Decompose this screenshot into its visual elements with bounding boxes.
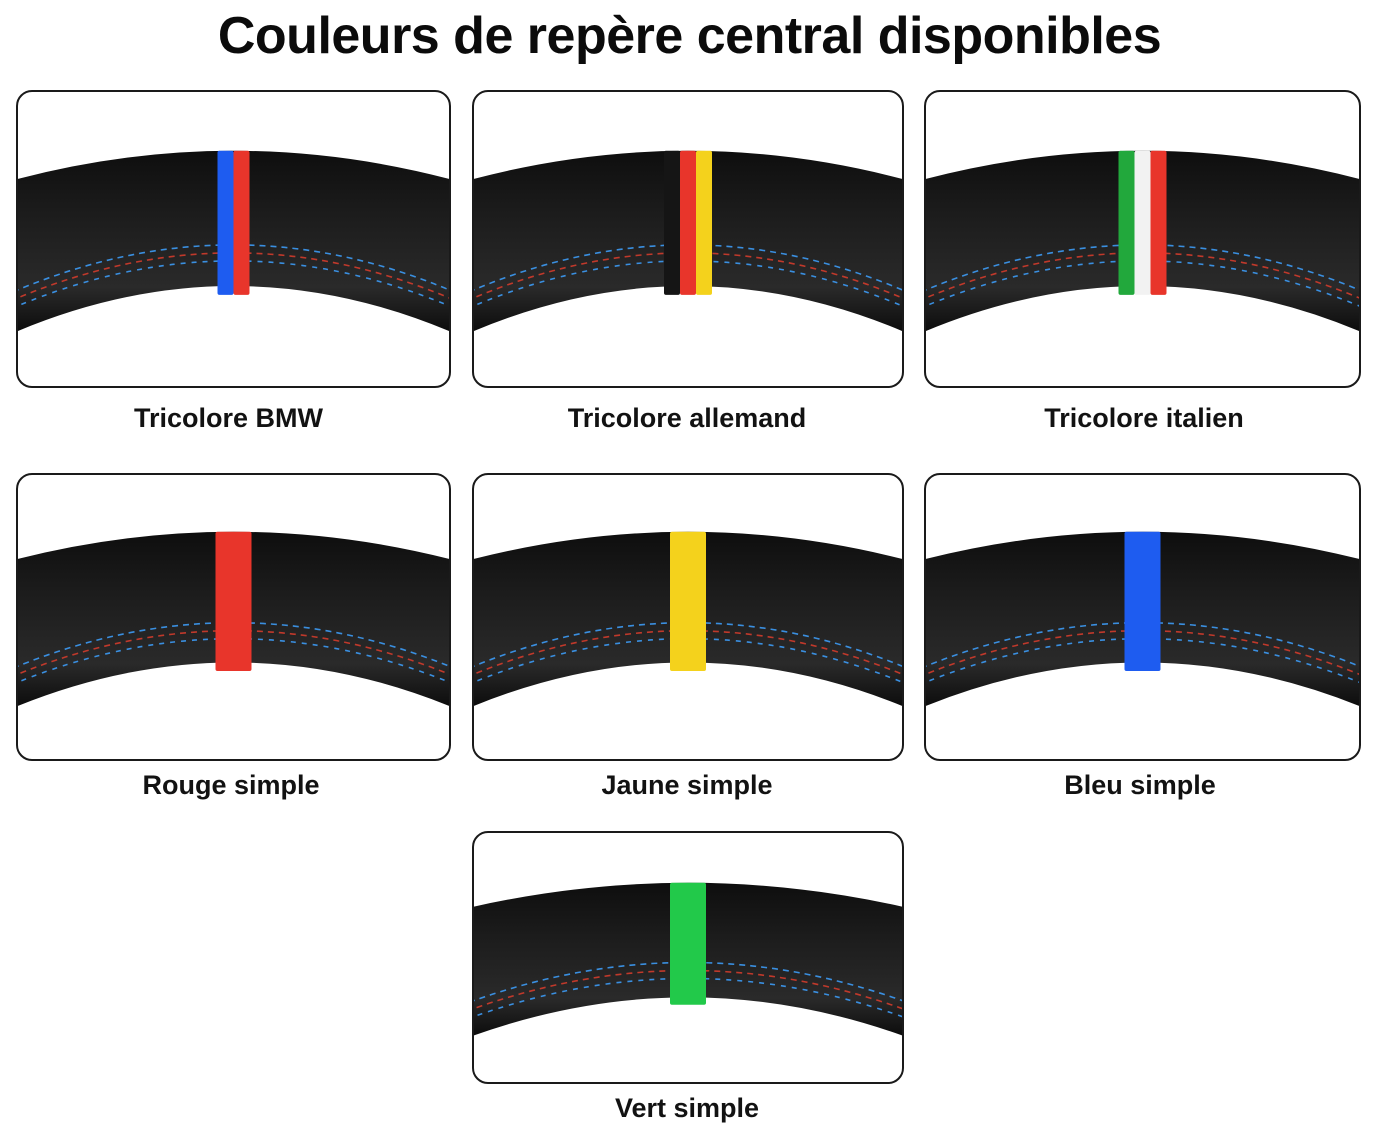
center-marker-stripe xyxy=(1150,150,1167,295)
caption-tricolore-bmw: Tricolore BMW xyxy=(133,403,323,433)
stitch-line xyxy=(18,260,449,307)
stitch-line xyxy=(926,637,1359,684)
stitch-line xyxy=(18,621,449,668)
stitch-line xyxy=(18,244,449,291)
stitch-line xyxy=(474,969,902,1010)
swatch-card-tricolore-italien[interactable] xyxy=(924,90,1361,388)
stitch-line xyxy=(926,252,1359,299)
swatch-card-vert-simple[interactable] xyxy=(472,831,904,1084)
steering-wheel-illustration xyxy=(18,150,449,332)
caption-jaune-simple: Jaune simple xyxy=(601,770,773,800)
center-marker-stripe xyxy=(1118,150,1135,295)
stitch-line xyxy=(474,252,902,299)
center-marker-stripe xyxy=(696,150,712,295)
steering-wheel-illustration xyxy=(474,882,902,1036)
stitch-line xyxy=(474,637,902,683)
center-marker-stripe xyxy=(664,150,680,295)
stitch-line xyxy=(474,629,902,675)
center-marker-stripe xyxy=(233,150,250,295)
center-marker-stripe xyxy=(217,150,234,295)
stitch-line xyxy=(926,260,1359,307)
steering-wheel-illustration xyxy=(926,150,1359,332)
stitch-line xyxy=(18,629,449,676)
stitch-line xyxy=(926,629,1359,676)
caption-rouge-simple: Rouge simple xyxy=(142,770,320,800)
steering-wheel-illustration xyxy=(18,531,449,706)
swatch-card-bleu-simple[interactable] xyxy=(924,473,1361,761)
center-marker-stripe xyxy=(670,882,706,1005)
page-title: Couleurs de repère central disponibles xyxy=(217,7,1162,65)
swatch-card-tricolore-bmw[interactable] xyxy=(16,90,451,388)
stitch-line xyxy=(18,252,449,299)
steering-wheel-illustration xyxy=(474,150,902,332)
caption-tricolore-italien: Tricolore italien xyxy=(1044,403,1244,433)
caption-vert-simple: Vert simple xyxy=(614,1093,760,1123)
caption-bleu-simple: Bleu simple xyxy=(1064,770,1216,800)
center-marker-stripe xyxy=(680,150,696,295)
swatch-card-rouge-simple[interactable] xyxy=(16,473,451,761)
center-marker-stripe xyxy=(1134,150,1151,295)
steering-wheel-illustration xyxy=(474,531,902,706)
steering-wheel-illustration xyxy=(926,531,1359,706)
center-marker-stripe xyxy=(215,531,252,671)
stitch-line xyxy=(474,977,902,1018)
center-marker-stripe xyxy=(1124,531,1161,671)
caption-tricolore-allemand: Tricolore allemand xyxy=(567,403,807,433)
swatch-card-jaune-simple[interactable] xyxy=(472,473,904,761)
stitch-line xyxy=(474,260,902,307)
swatch-card-tricolore-allemand[interactable] xyxy=(472,90,904,388)
center-marker-stripe xyxy=(670,531,706,671)
